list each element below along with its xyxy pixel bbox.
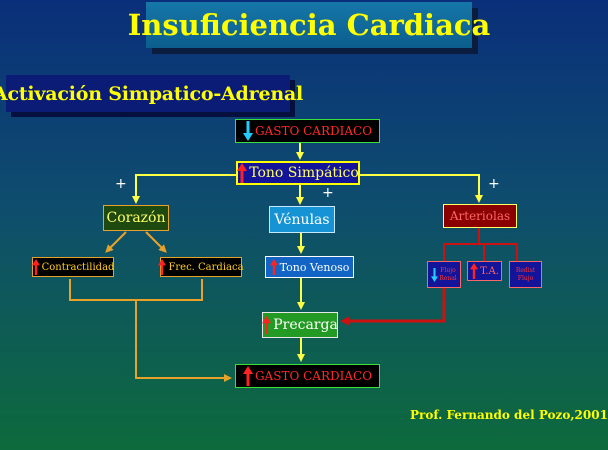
arrow-tono-to-corazon xyxy=(132,174,236,204)
section-subtitle: Activación Simpatico-Adrenal xyxy=(0,82,304,105)
node-label: Vénulas xyxy=(274,211,330,228)
node-precarga: Precarga xyxy=(262,312,338,338)
arrow-flujo-renal-to-precarga xyxy=(340,288,446,326)
node-arteriolas: Arteriolas xyxy=(443,204,517,228)
plus-sign-center: + xyxy=(322,185,334,201)
node-label: T.A. xyxy=(480,265,499,277)
red-up-arrow-icon xyxy=(242,366,253,386)
node-label-line-2: Flujo xyxy=(517,274,534,282)
node-gasto-cardiaco-bottom: GASTO CARDIACO xyxy=(235,364,380,388)
red-up-arrow-icon xyxy=(158,259,167,275)
node-ta: T.A. xyxy=(467,261,502,281)
subtitle-banner: Activación Simpatico-Adrenal xyxy=(0,75,303,112)
node-label-line-1: Flujo xyxy=(440,266,456,274)
node-label-line-1: Redist xyxy=(515,266,536,274)
node-label: Frec. Cardiaca xyxy=(168,261,244,273)
node-label-line-2: Renal xyxy=(439,274,457,282)
node-label: Precarga xyxy=(273,317,338,333)
node-tono-venoso: Tono Venoso xyxy=(265,256,354,278)
page-title: Insuficiencia Cardiaca xyxy=(127,8,491,42)
arrow-tono-to-arteriolas xyxy=(360,174,483,203)
node-label: Contractilidad xyxy=(41,261,115,273)
node-gasto-cardiaco-top: GASTO CARDIACO xyxy=(235,119,380,143)
node-frec-cardiaca: Frec. Cardiaca xyxy=(158,257,244,277)
node-redist-flujo: Redist Flujo xyxy=(509,261,542,288)
node-label: GASTO CARDIACO xyxy=(254,124,373,138)
cyan-down-arrow-icon xyxy=(431,267,439,282)
node-corazon: Corazón xyxy=(103,205,169,231)
red-up-arrow-icon xyxy=(470,263,479,279)
arrow-corazon-to-gasto xyxy=(135,300,232,382)
cyan-down-arrow-icon xyxy=(242,121,253,141)
node-contractilidad: Contractilidad xyxy=(31,257,115,277)
node-label: Tono Venoso xyxy=(279,260,350,274)
red-up-arrow-icon xyxy=(262,316,272,334)
bracket-corazon-outputs xyxy=(69,279,203,301)
plus-sign-right: + xyxy=(488,176,500,192)
red-up-arrow-icon xyxy=(269,259,278,275)
node-label: Tono Simpático xyxy=(249,165,359,181)
node-label: Corazón xyxy=(106,210,166,226)
node-venulas: Vénulas xyxy=(269,206,335,233)
title-banner: Insuficiencia Cardiaca xyxy=(128,2,490,48)
author-credit: Prof. Fernando del Pozo,2001 xyxy=(410,408,608,422)
red-up-arrow-icon xyxy=(237,163,248,183)
plus-sign-left: + xyxy=(115,176,127,192)
red-up-arrow-icon xyxy=(31,259,40,275)
arrow-corazon-to-contractilidad xyxy=(105,231,127,253)
node-label: Arteriolas xyxy=(449,209,511,223)
node-tono-simpatico: Tono Simpático xyxy=(236,161,360,185)
node-label: GASTO CARDIACO xyxy=(254,369,373,383)
node-flujo-renal: Flujo Renal xyxy=(427,261,461,288)
arrow-corazon-to-frec xyxy=(145,231,167,253)
